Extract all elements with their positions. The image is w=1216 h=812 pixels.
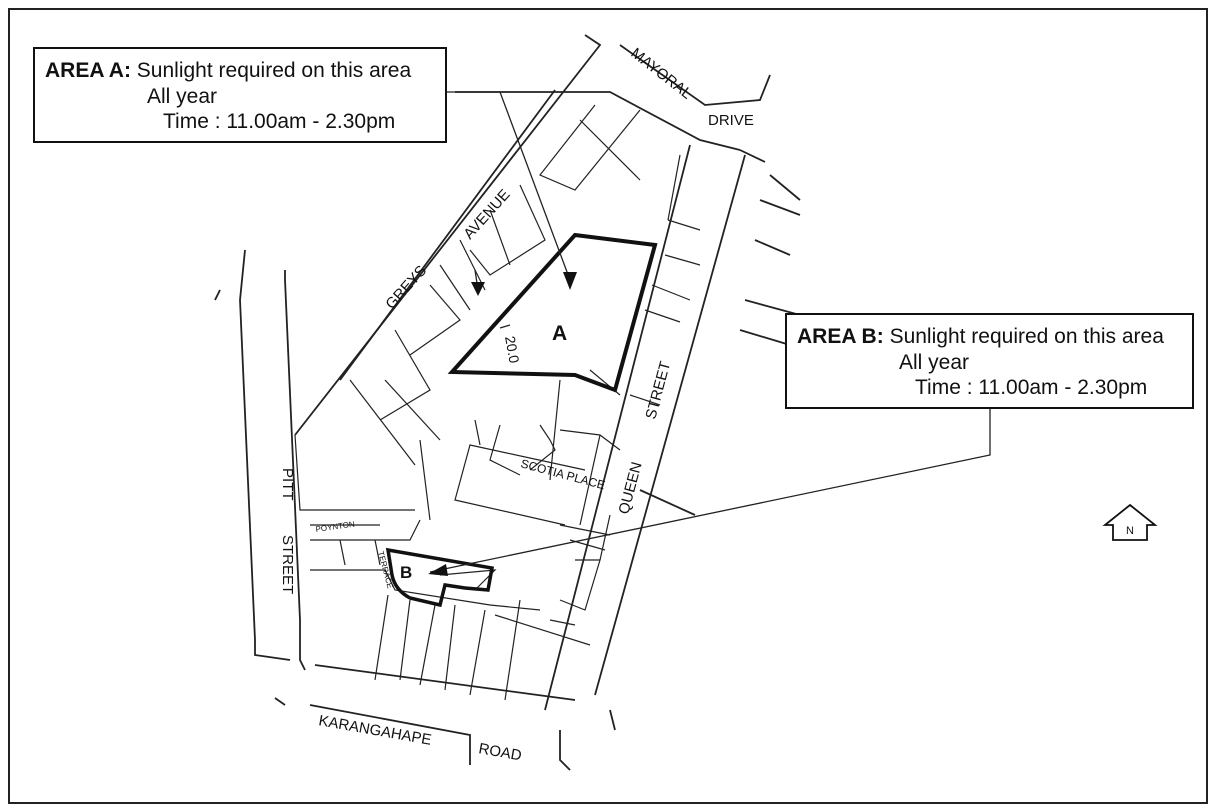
street-label-greys: GREYS (382, 262, 430, 312)
area-b-marker: B (400, 563, 412, 582)
area-a-time: Time : 11.00am - 2.30pm (163, 110, 396, 133)
area-b-heading: AREA B: (797, 325, 884, 348)
area-a-heading: AREA A: (45, 59, 131, 82)
area-a-callout: AREA A: Sunlight required on this area A… (33, 47, 447, 143)
street-label-pitt: PITT (279, 468, 296, 501)
street-label-queen-street: STREET (642, 359, 674, 421)
area-a-marker: A (552, 322, 567, 345)
street-label-pitt-street: STREET (279, 535, 296, 594)
area-b-callout: AREA B: Sunlight required on this area A… (785, 313, 1194, 409)
street-label-road: ROAD (477, 740, 523, 764)
arrow-heads (428, 272, 577, 576)
map-frame (8, 8, 1208, 804)
street-label-poynton: POYNTON (315, 520, 356, 534)
property-boundaries (294, 104, 701, 701)
area-a-boundary (447, 232, 658, 393)
north-label: N (1126, 525, 1134, 537)
area-b-boundary (385, 547, 495, 608)
area-b-text: Sunlight required on this area (889, 325, 1164, 348)
area-a-period: All year (147, 85, 218, 108)
street-label-queen: QUEEN (615, 460, 645, 516)
area-a-angle-label: 20.0 (502, 335, 523, 365)
area-b-callout-line1: AREA B: Sunlight required on this area (797, 325, 1164, 349)
area-a-text: Sunlight required on this area (136, 59, 412, 82)
street-label-mayoral: MAYORAL (628, 45, 695, 103)
north-arrow: N (1102, 503, 1158, 541)
area-a-callout-line1: AREA A: Sunlight required on this area (45, 59, 411, 83)
area-b-time: Time : 11.00am - 2.30pm (915, 376, 1148, 399)
area-b-period: All year (899, 351, 970, 374)
street-label-drive: DRIVE (708, 112, 754, 129)
road-edges (214, 34, 801, 771)
